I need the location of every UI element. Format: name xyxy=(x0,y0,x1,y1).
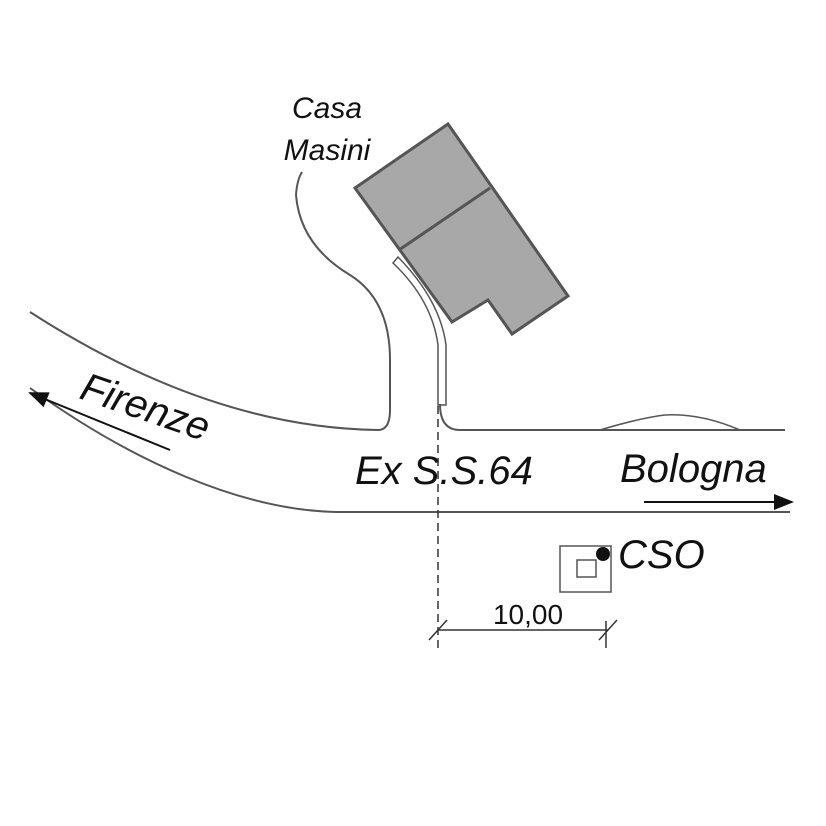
road-south-edge xyxy=(29,387,790,513)
direction-label-bologna: Bologna xyxy=(620,447,767,491)
distance-dimension xyxy=(428,619,618,648)
distance-label: 10,00 xyxy=(493,599,563,630)
building-label-masini: Masini xyxy=(284,134,372,167)
cso-marker xyxy=(559,545,612,593)
arrow-firenze xyxy=(28,392,171,451)
side-path xyxy=(391,255,447,406)
building-label-casa: Casa xyxy=(292,92,362,125)
road-north-edge-right xyxy=(439,403,785,431)
road-name-label: Ex S.S.64 xyxy=(355,449,533,493)
cso-label: CSO xyxy=(618,533,705,577)
direction-label-firenze: Firenze xyxy=(75,365,215,450)
roadside-mound xyxy=(599,414,741,431)
road-north-edge-left xyxy=(29,171,391,432)
casa-masini-building xyxy=(352,121,571,337)
